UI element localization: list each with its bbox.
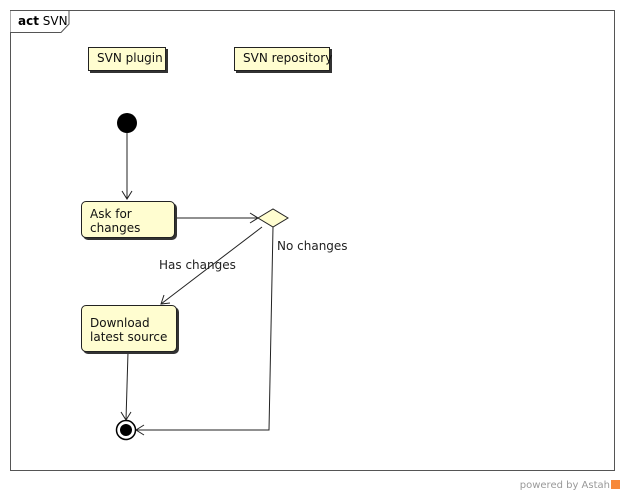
astah-logo-icon — [611, 480, 620, 489]
action-label-line2: changes — [90, 221, 141, 235]
frame-title: act SVN — [18, 14, 68, 28]
frame-name: SVN — [42, 14, 68, 28]
frame-keyword: act — [18, 14, 39, 28]
action-label-line1: Ask for — [90, 207, 132, 221]
initial-node[interactable] — [117, 113, 137, 133]
guard-no-changes: No changes — [277, 239, 348, 253]
frame-tab — [10, 10, 70, 33]
partition-label: SVN repository — [243, 51, 333, 65]
final-node[interactable] — [115, 419, 137, 441]
arrowhead — [160, 294, 171, 305]
action-label-line2: latest source — [90, 330, 168, 344]
partition-svn-repository[interactable]: SVN repository — [234, 47, 333, 71]
diagram-frame — [10, 10, 615, 471]
action-ask-for-changes[interactable]: Ask for changes — [81, 201, 175, 238]
arrowhead — [121, 190, 133, 200]
decision-node[interactable] — [257, 208, 289, 228]
partition-label: SVN plugin — [97, 51, 163, 65]
footer-text: powered by Astah — [519, 480, 610, 491]
flow-has-changes[interactable] — [160, 226, 263, 305]
powered-by-footer: powered by Astah — [520, 480, 620, 491]
action-label-line1: Download — [90, 316, 150, 330]
guard-has-changes: Has changes — [159, 258, 236, 272]
action-download-latest-source[interactable]: Download latest source — [81, 305, 177, 352]
flow-no-changes[interactable] — [136, 226, 274, 431]
partition-svn-plugin[interactable]: SVN plugin — [88, 47, 166, 71]
flow-download-to-final[interactable] — [125, 351, 129, 421]
